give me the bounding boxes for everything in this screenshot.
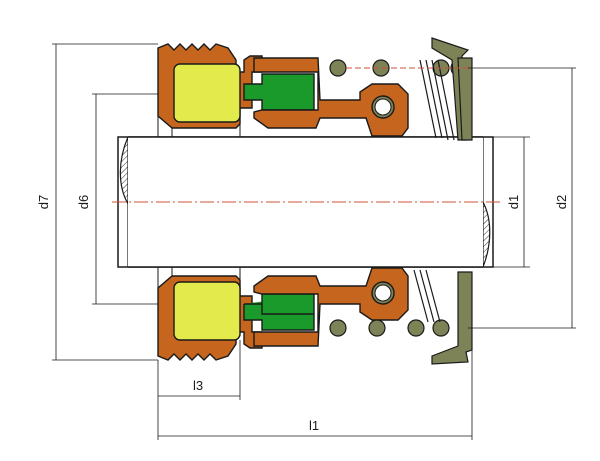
end-plate-lower <box>431 271 473 365</box>
label-d7: d7 <box>36 195 51 209</box>
seal-face-lower <box>243 293 315 331</box>
spring-helix-upper <box>419 59 455 141</box>
seat-insert-lower <box>173 281 241 341</box>
seal-face-upper <box>243 73 315 111</box>
lower-seal-half <box>157 267 473 365</box>
label-d6: d6 <box>76 195 91 209</box>
retainer-upper <box>253 57 409 137</box>
spring-coils-lower <box>329 319 450 337</box>
retainer-lower <box>253 267 409 347</box>
seat-insert-upper <box>173 63 241 123</box>
upper-seal-half <box>157 37 473 141</box>
label-d1: d1 <box>506 195 521 209</box>
label-l3: l3 <box>193 378 203 393</box>
label-l1: l1 <box>309 418 319 433</box>
spring-helix-lower <box>413 269 441 323</box>
label-d2: d2 <box>554 195 569 209</box>
dimension-lines <box>52 43 576 440</box>
